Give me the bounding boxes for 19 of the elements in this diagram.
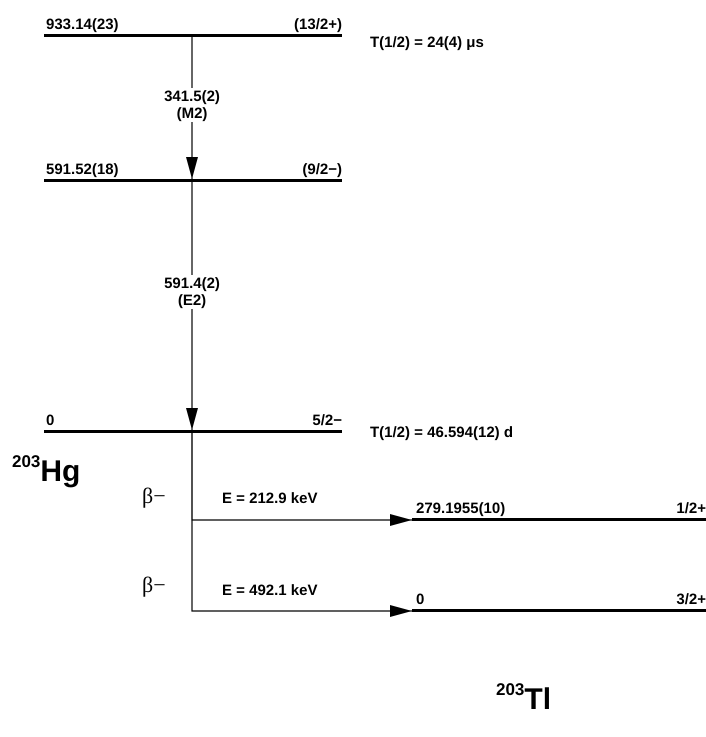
decay-mode-label: β− xyxy=(142,572,166,598)
spin-parity: 1/2+ xyxy=(676,500,706,517)
nuclide-label: $^{203}$Tl xyxy=(496,683,552,717)
level-energy: 0 xyxy=(46,412,54,429)
level-energy: 591.52(18) xyxy=(46,161,119,178)
spin-parity: (13/2+) xyxy=(294,16,342,33)
level-energy: 0 xyxy=(416,591,424,608)
level-energy: 279.1955(10) xyxy=(416,500,506,517)
half-life-label: T(1/2) = 24(4) μs xyxy=(370,34,484,51)
half-life-label: T(1/2) = 46.594(12) d xyxy=(370,424,513,441)
edge-label: E = 212.9 keV xyxy=(222,490,318,507)
spin-parity: 3/2+ xyxy=(676,591,706,608)
level-energy: 933.14(23) xyxy=(46,16,119,33)
arrow xyxy=(191,433,412,617)
decay-mode-label: β− xyxy=(142,483,166,509)
edge-label: E = 492.1 keV xyxy=(222,582,318,599)
spin-parity: 5/2− xyxy=(312,412,342,429)
nuclide-label: $^{203}$Hg xyxy=(12,455,80,489)
spin-parity: (9/2−) xyxy=(302,161,342,178)
